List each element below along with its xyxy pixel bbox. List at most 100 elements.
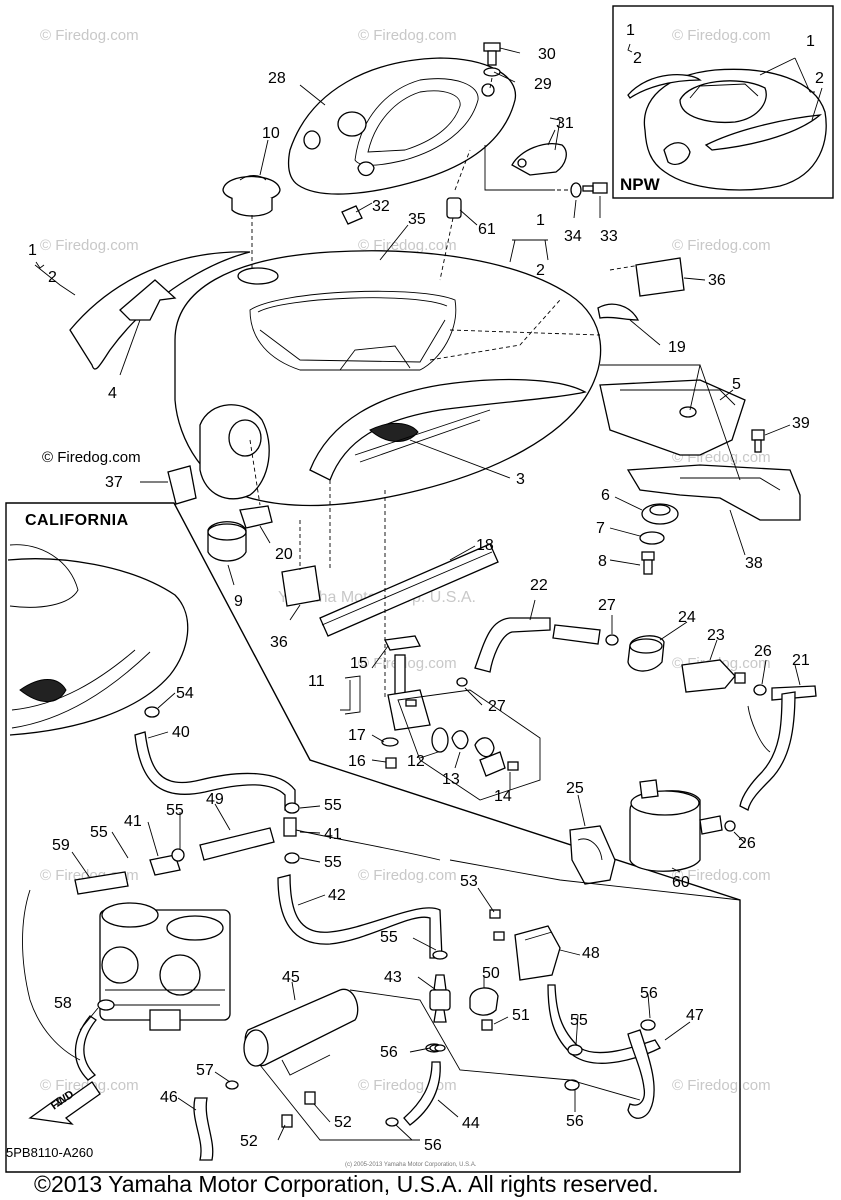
tank-brackets [597,257,801,575]
callout-5: 5 [732,376,741,393]
callout-52: 52 [334,1114,352,1131]
callout-4: 4 [108,385,117,402]
fuel-cap [222,175,281,285]
watermark: © Firedog.com [358,27,457,44]
california-box: CALIFORNIA [5,502,741,1173]
callout-50: 50 [482,965,500,982]
callout-13: 13 [442,771,460,788]
callout-34: 34 [564,228,582,245]
callout-14: 14 [494,788,512,805]
callout-2: 2 [536,262,545,279]
watermark: © Firedog.com [358,1077,457,1094]
callout-8: 8 [598,553,607,570]
callout-46: 46 [160,1089,178,1106]
watermark: © Firedog.com [672,1077,771,1094]
watermark: © Firedog.com [672,867,771,884]
callout-20: 20 [275,546,293,563]
callout-27: 27 [488,698,506,715]
callout-61: 61 [478,221,496,238]
watermark: © Firedog.com [358,655,457,672]
callout-54: 54 [176,685,194,702]
watermark: © Firedog.com [672,27,771,44]
copyright-notice: ©2013 Yamaha Motor Corporation, U.S.A. A… [34,1171,659,1197]
drawing-code: 5PB8110-A260 [6,1145,93,1160]
callout-55: 55 [90,824,108,841]
watermark: © Firedog.com [358,867,457,884]
callout-1: 1 [28,242,37,259]
callout-19: 19 [668,339,686,356]
tank-mount-parts [167,439,499,700]
callout-21: 21 [792,652,810,669]
clips [341,149,471,281]
california-label: CALIFORNIA [25,512,129,529]
npw-label: NPW [620,175,661,194]
callout-56: 56 [380,1044,398,1061]
callout-11: 11 [308,673,325,690]
callout-15: 15 [350,655,368,672]
leader-lines [34,47,801,1141]
callout-59: 59 [52,837,70,854]
callout-47: 47 [686,1007,704,1024]
top-fasteners [483,42,608,198]
callout-9: 9 [234,593,243,610]
callout-41: 41 [124,813,142,830]
watermark: © Firedog.com [40,237,139,254]
fuel-cock [340,635,541,801]
callout-2: 2 [48,269,57,286]
callout-37: 37 [105,474,123,491]
callout-53: 53 [460,873,478,890]
callout-12: 12 [407,753,425,770]
callout-36: 36 [708,272,726,289]
callout-56: 56 [566,1113,584,1130]
callout-1: 1 [626,22,635,39]
npw-inset: 1 2 1 2 NPW [612,5,834,199]
callout-56: 56 [424,1137,442,1154]
callout-55: 55 [380,929,398,946]
callout-27: 27 [598,597,616,614]
callout-26: 26 [738,835,756,852]
callout-31: 31 [556,115,574,132]
california-hoses [74,706,443,959]
callout-6: 6 [601,487,610,504]
callout-45: 45 [282,969,300,986]
firedog-label: © Firedog.com [42,449,141,466]
callout-10: 10 [262,125,280,142]
callout-38: 38 [745,555,763,572]
callout-28: 28 [268,70,286,87]
tank-cover [287,57,517,195]
callout-55: 55 [324,854,342,871]
callout-43: 43 [384,969,402,986]
callout-29: 29 [534,76,552,93]
callout-2: 2 [815,70,824,87]
callout-1: 1 [806,33,815,50]
fwd-arrow: FWD [28,1081,101,1125]
evap-canister [22,859,741,1161]
callout-numbers: 30 29 28 10 31 32 35 61 1 34 33 2 1 2 36… [28,46,810,1154]
carburetor [74,902,231,1081]
callout-48: 48 [582,945,600,962]
fuel-pump [569,779,736,885]
callout-33: 33 [600,228,618,245]
callout-49: 49 [206,791,224,808]
callout-55: 55 [324,797,342,814]
callout-1: 1 [536,212,545,229]
callout-22: 22 [530,577,548,594]
callout-55: 55 [166,802,184,819]
callout-41: 41 [324,826,342,843]
callout-57: 57 [196,1062,214,1079]
callout-16: 16 [348,753,366,770]
callout-24: 24 [678,609,696,626]
callout-39: 39 [792,415,810,432]
callout-51: 51 [512,1007,530,1024]
fuel-tank [69,250,641,507]
callout-56: 56 [640,985,658,1002]
watermark: © Firedog.com [40,27,139,44]
callout-23: 23 [707,627,725,644]
callout-2: 2 [633,50,642,67]
callout-7: 7 [596,520,605,537]
watermark: © Firedog.com [672,237,771,254]
fine-print: (c) 2005-2013 Yamaha Motor Corporation, … [345,1162,477,1168]
callout-52: 52 [240,1133,258,1150]
callout-42: 42 [328,887,346,904]
callout-58: 58 [54,995,72,1012]
